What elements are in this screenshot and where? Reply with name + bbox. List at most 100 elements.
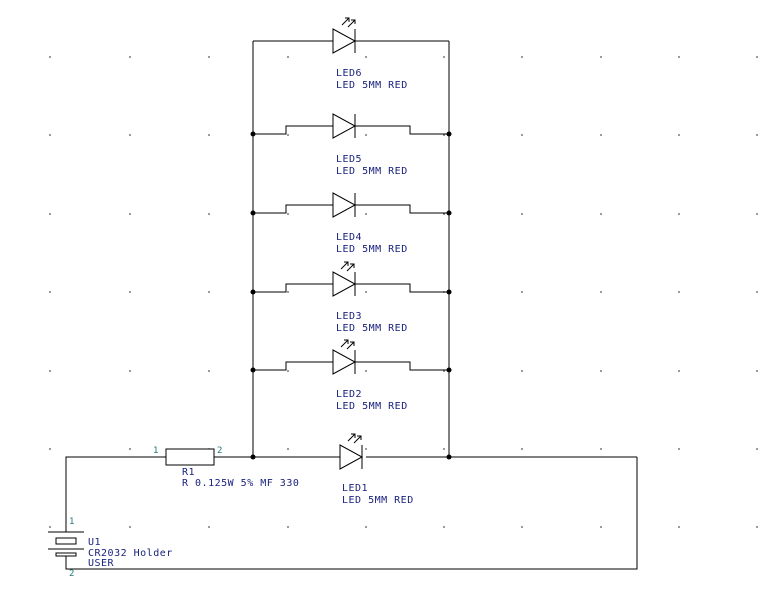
led4-symbol[interactable]: LED4 LED 5MM RED [332,192,408,255]
grid-dot [129,448,131,450]
led1-symbol[interactable]: LED1 LED 5MM RED [339,433,414,506]
u1-extra: USER [88,558,115,569]
grid-dot [365,213,367,215]
grid-dot [365,56,367,58]
junction-dot [446,210,452,216]
junctions [250,131,452,460]
led1-value: LED 5MM RED [342,495,414,506]
led4-value: LED 5MM RED [336,244,408,255]
led3-wire [253,283,449,293]
junction-dot [446,367,452,373]
grid-dot [208,213,210,215]
grid-dot [678,448,680,450]
led1-ref: LED1 [342,483,368,494]
led5-ref: LED5 [336,154,362,165]
led3-ref: LED3 [336,311,362,322]
junction-dot [250,289,256,295]
led2-value: LED 5MM RED [336,401,408,412]
grid-dot [600,526,602,528]
grid-dot [287,56,289,58]
grid-dot [365,291,367,293]
grid-dot [365,526,367,528]
junction-dot [250,210,256,216]
grid-dot [756,134,758,136]
grid-dot [600,448,602,450]
grid-dot [600,134,602,136]
grid-dot [678,526,680,528]
grid-dot [49,134,51,136]
grid-dot [521,134,523,136]
grid-dot [208,526,210,528]
grid-dot [521,213,523,215]
led2-symbol[interactable]: LED2 LED 5MM RED [332,339,408,412]
led6-value: LED 5MM RED [336,80,408,91]
grid-dot [521,370,523,372]
grid-dot [756,291,758,293]
grid-dot [678,370,680,372]
led5-wire [253,125,449,135]
grid-dot [49,448,51,450]
grid-dot [756,56,758,58]
grid-dot [443,213,445,215]
r1-value: R 0.125W 5% MF 330 [182,478,299,489]
grid-dot [678,134,680,136]
junction-dot [250,454,256,460]
grid-dot [443,134,445,136]
grid-dot [443,448,445,450]
led5-symbol[interactable]: LED5 LED 5MM RED [332,113,408,177]
u1-ref: U1 [88,537,101,548]
junction-dot [250,131,256,137]
main-loop-wires [65,456,638,570]
led6-ref: LED6 [336,68,362,79]
grid-dot [287,213,289,215]
grid-dot [49,370,51,372]
grid-dot [678,213,680,215]
grid-dot [678,56,680,58]
grid-dot [678,291,680,293]
grid-dot [365,448,367,450]
grid-dot [365,134,367,136]
grid-dot [129,291,131,293]
resistor-r1[interactable]: 1 2 R1 R 0.125W 5% MF 330 [153,446,299,489]
battery-u1[interactable]: 1 2 U1 CR2032 Holder USER [48,517,173,579]
led4-ref: LED4 [336,232,362,243]
grid-dot [521,56,523,58]
led4-wire [253,204,449,214]
grid-dot [49,291,51,293]
r1-pin2-number: 2 [217,446,222,456]
junction-dot [446,289,452,295]
led3-symbol[interactable]: LED3 LED 5MM RED [332,261,408,334]
grid-dot [208,370,210,372]
grid-dot [756,370,758,372]
grid-dot [756,526,758,528]
grid-dot [287,291,289,293]
led2-ref: LED2 [336,389,362,400]
grid-dot [443,56,445,58]
grid-dot [287,134,289,136]
grid-dot [129,134,131,136]
grid-dot [600,370,602,372]
grid-dot [521,526,523,528]
led2-wire [253,361,449,371]
grid-dot [600,291,602,293]
grid-dot [49,526,51,528]
led5-value: LED 5MM RED [336,166,408,177]
grid-dot [756,448,758,450]
grid-dot [129,370,131,372]
u1-value: CR2032 Holder [88,548,173,559]
grid-dot [208,134,210,136]
grid-dot [600,56,602,58]
led6-symbol[interactable]: LED6 LED 5MM RED [332,17,408,91]
r1-ref: R1 [182,467,195,478]
grid-dot [129,213,131,215]
r1-pin1-number: 1 [153,446,158,456]
grid-dot [49,56,51,58]
grid-dot [521,291,523,293]
grid-dot [49,213,51,215]
junction-dot [250,367,256,373]
grid-dot [129,526,131,528]
grid-dot [756,213,758,215]
u1-pin1-number: 1 [69,517,74,527]
grid-dot [521,448,523,450]
